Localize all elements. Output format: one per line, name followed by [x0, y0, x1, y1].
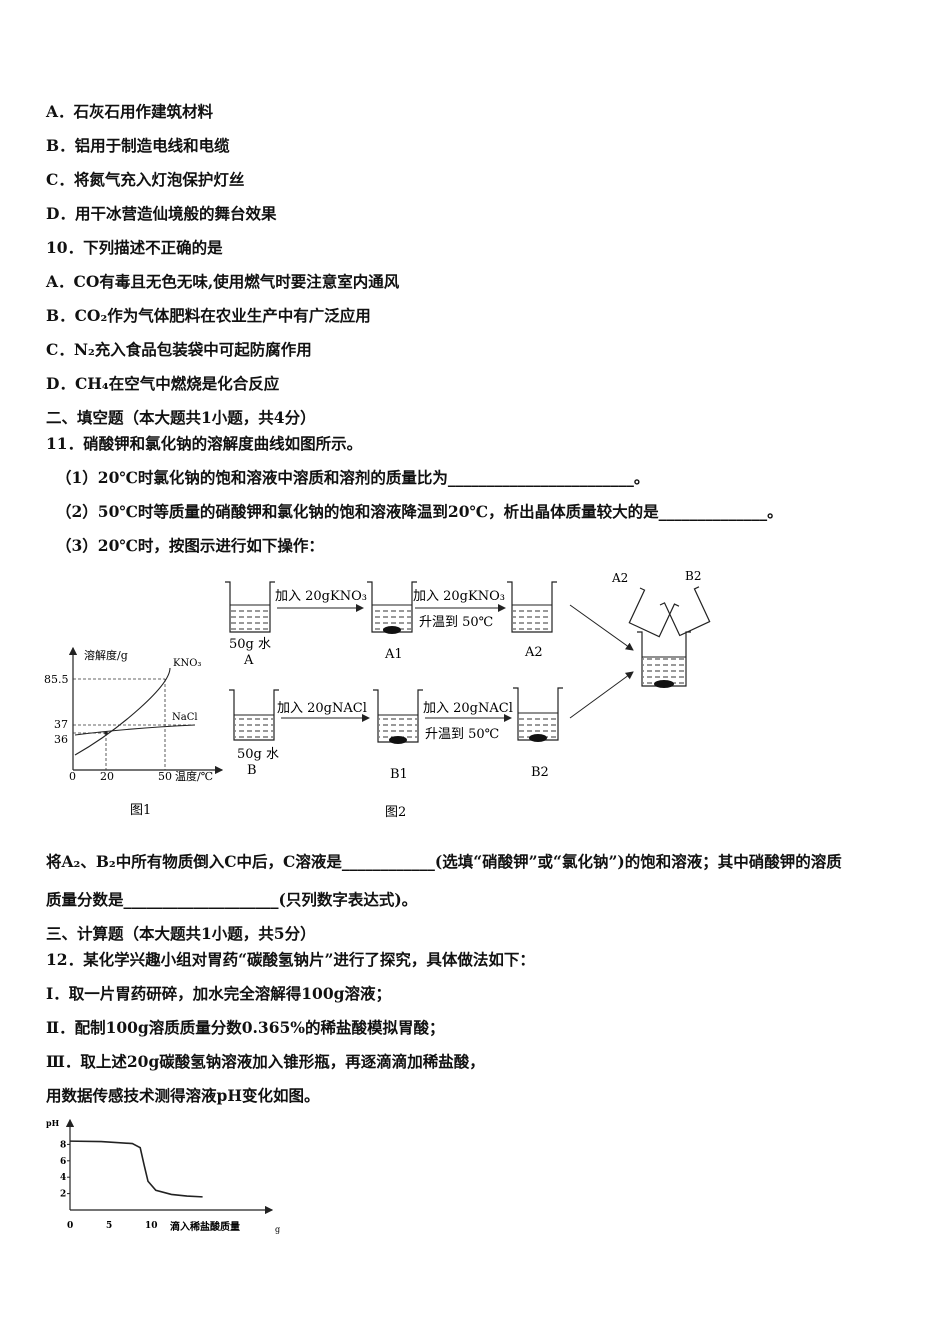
ph-ytick: 2 [60, 1190, 66, 1200]
question-12-step2: Ⅱ．配制100g溶质质量分数0.365%的稀盐酸模拟胃酸； [46, 1018, 445, 1037]
question-11-part3-answer: 将A₂、B₂中所有物质倒入C中后，C溶液是____________(选填“硝酸钾… [46, 852, 842, 871]
fig1-xtick: 20 [100, 770, 114, 783]
step-a1-label: 加入 20gKNO₃ [275, 589, 367, 604]
kno3-curve [74, 667, 171, 756]
option-9a: A．石灰石用作建筑材料 [46, 102, 214, 121]
beaker-a2-label: A2 [524, 645, 543, 660]
option-9c: C．将氮气充入灯泡保护灯丝 [46, 170, 245, 189]
ph-series-line [69, 1140, 203, 1198]
beaker-b1-label: B1 [390, 767, 408, 782]
fig1-caption: 图1 [130, 803, 151, 818]
ph-xtick: 0 [67, 1221, 73, 1231]
pour-a-label: A2 [611, 571, 628, 585]
fig1-series-kno3: KNO₃ [173, 658, 201, 669]
ph-xtick: 10 [145, 1221, 158, 1231]
option-10c: C．N₂充入食品包装袋中可起防腐作用 [46, 340, 312, 359]
pouring-beaker-b2 [659, 586, 711, 637]
question-12-step3: Ⅲ．取上述20g碳酸氢钠溶液加入锥形瓶，再逐滴滴加稀盐酸， [46, 1052, 485, 1071]
question-12-step3-cont: 用数据传感技术测得溶液pH变化如图。 [46, 1086, 320, 1105]
beaker-a [225, 581, 275, 633]
ph-ytick: 4 [60, 1173, 66, 1183]
beaker-a1 [367, 581, 417, 634]
nacl-curve [74, 724, 196, 736]
ph-xunit: g [275, 1225, 280, 1234]
fig1-ytick: 37 [54, 718, 68, 731]
heat-b-label: 升温到 50℃ [425, 727, 499, 742]
ph-xtick: 5 [106, 1221, 112, 1231]
option-10a: A．CO有毒且无色无味,使用燃气时要注意室内通风 [46, 272, 400, 291]
beaker-c [637, 631, 691, 688]
fig1-ytick: 36 [54, 733, 68, 746]
beaker-a2 [507, 581, 557, 633]
ph-xlabel: 滴入稀盐酸质量 [170, 1220, 240, 1233]
fig1-xtick: 0 [69, 770, 76, 783]
beaker-b [229, 689, 279, 741]
beaker-a-label: A [243, 653, 254, 668]
step-b2-label: 加入 20gNACl [423, 701, 513, 716]
beaker-b2 [513, 687, 563, 742]
figure-1-solubility-chart: 溶解度/g 温度/℃ 85.5 37 36 0 20 50 KNO₃ NaCl … [44, 646, 224, 818]
question-11: 11．硝酸钾和氯化钠的溶解度曲线如图所示。 [46, 434, 363, 453]
fig1-xtick: 50 [158, 770, 172, 783]
option-9d: D．用干冰营造仙境般的舞台效果 [46, 204, 277, 223]
beaker-b-label: B [247, 763, 257, 778]
question-11-part2: （2）50℃时等质量的硝酸钾和氯化钠的饱和溶液降温到20℃，析出晶体质量较大的是… [56, 502, 783, 521]
fig2-caption: 图2 [385, 805, 406, 820]
step-a2-label: 加入 20gKNO₃ [413, 589, 505, 604]
beaker-b1 [373, 689, 423, 744]
ph-ytick: 8 [60, 1140, 66, 1150]
ph-ylabel: pH [46, 1118, 60, 1128]
fig1-ytick: 85.5 [44, 673, 69, 686]
question-11-part3: （3）20℃时，按图示进行如下操作： [56, 536, 324, 555]
pouring-beaker-a2 [628, 587, 680, 638]
question-12-step1: Ⅰ．取一片胃药研碎，加水完全溶解得100g溶液； [46, 984, 391, 1003]
question-11-part3-answer-2: 质量分数是____________________(只列数字表达式)。 [46, 890, 418, 909]
section-2-heading: 二、填空题（本大题共1小题，共4分） [46, 408, 316, 427]
heat-a-label: 升温到 50℃ [419, 615, 493, 630]
figure-2-beaker-diagram: 50g 水 A 加入 20gKNO₃ A1 加入 20gKNO₃ 升温到 50℃… [225, 569, 711, 820]
step-b1-label: 加入 20gNACl [277, 701, 367, 716]
option-10d: D．CH₄在空气中燃烧是化合反应 [46, 374, 280, 393]
fig1-xlabel: 温度/℃ [175, 769, 213, 783]
ph-chart: pH 2 4 6 8 0 5 10 滴入稀盐酸质量 g [46, 1118, 280, 1234]
question-10: 10．下列描述不正确的是 [46, 238, 223, 257]
option-9b: B．铝用于制造电线和电缆 [46, 136, 230, 155]
beaker-b2-label: B2 [531, 765, 549, 780]
beaker-b-water: 50g 水 [237, 747, 279, 762]
ph-ytick: 6 [60, 1157, 66, 1167]
fig1-ylabel: 溶解度/g [84, 648, 128, 662]
section-3-heading: 三、计算题（本大题共1小题，共5分） [46, 924, 316, 943]
question-12: 12．某化学兴趣小组对胃药“碳酸氢钠片”进行了探究，具体做法如下： [46, 950, 535, 969]
pour-b-label: B2 [685, 569, 701, 583]
beaker-a-water: 50g 水 [229, 637, 271, 652]
question-11-part1: （1）20℃时氯化钠的饱和溶液中溶质和溶剂的质量比为______________… [56, 468, 650, 487]
option-10b: B．CO₂作为气体肥料在农业生产中有广泛应用 [46, 306, 371, 325]
beaker-a1-label: A1 [384, 647, 403, 662]
fig1-series-nacl: NaCl [172, 712, 198, 723]
